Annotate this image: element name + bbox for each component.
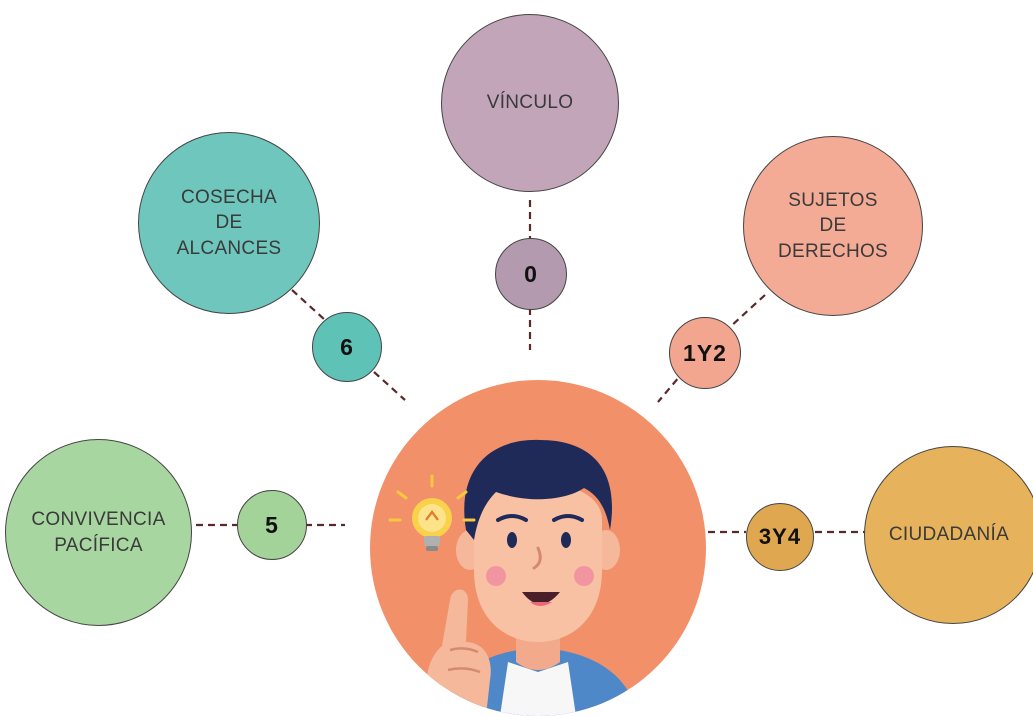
connector-sujetos-upper — [729, 294, 766, 328]
number-convivencia-text: 5 — [265, 511, 279, 538]
node-sujetos-label: SUJETOS DE DERECHOS — [777, 190, 889, 262]
number-convivencia: 5 — [237, 490, 307, 560]
number-ciudadania: 3Y4 — [746, 503, 814, 571]
number-sujetos: 1Y2 — [669, 317, 741, 389]
number-sujetos-text: 1Y2 — [683, 339, 727, 366]
node-ciudadania: CIUDADANÍA — [864, 446, 1033, 624]
center-illustration — [370, 380, 706, 716]
node-convivencia: CONVIVENCIA PACÍFICA — [5, 439, 192, 626]
connector-cosecha-upper — [291, 289, 326, 321]
node-cosecha: COSECHA DE ALCANCES — [138, 132, 320, 314]
connector-cosecha-lower — [373, 371, 406, 401]
node-vinculo-label: VÍNCULO — [486, 92, 574, 114]
node-ciudadania-label: CIUDADANÍA — [888, 524, 1010, 546]
number-cosecha: 6 — [312, 312, 382, 382]
thinking-person-icon — [388, 439, 638, 716]
lightbulb-icon — [388, 474, 476, 551]
number-vinculo-text: 0 — [524, 260, 538, 287]
node-sujetos: SUJETOS DE DERECHOS — [743, 136, 923, 316]
node-cosecha-label: COSECHA DE ALCANCES — [176, 187, 282, 259]
number-ciudadania-text: 3Y4 — [758, 524, 802, 549]
node-vinculo: VÍNCULO — [441, 14, 619, 192]
number-cosecha-text: 6 — [340, 333, 354, 360]
node-convivencia-label: CONVIVENCIA PACÍFICA — [31, 509, 166, 556]
number-vinculo: 0 — [495, 238, 567, 310]
